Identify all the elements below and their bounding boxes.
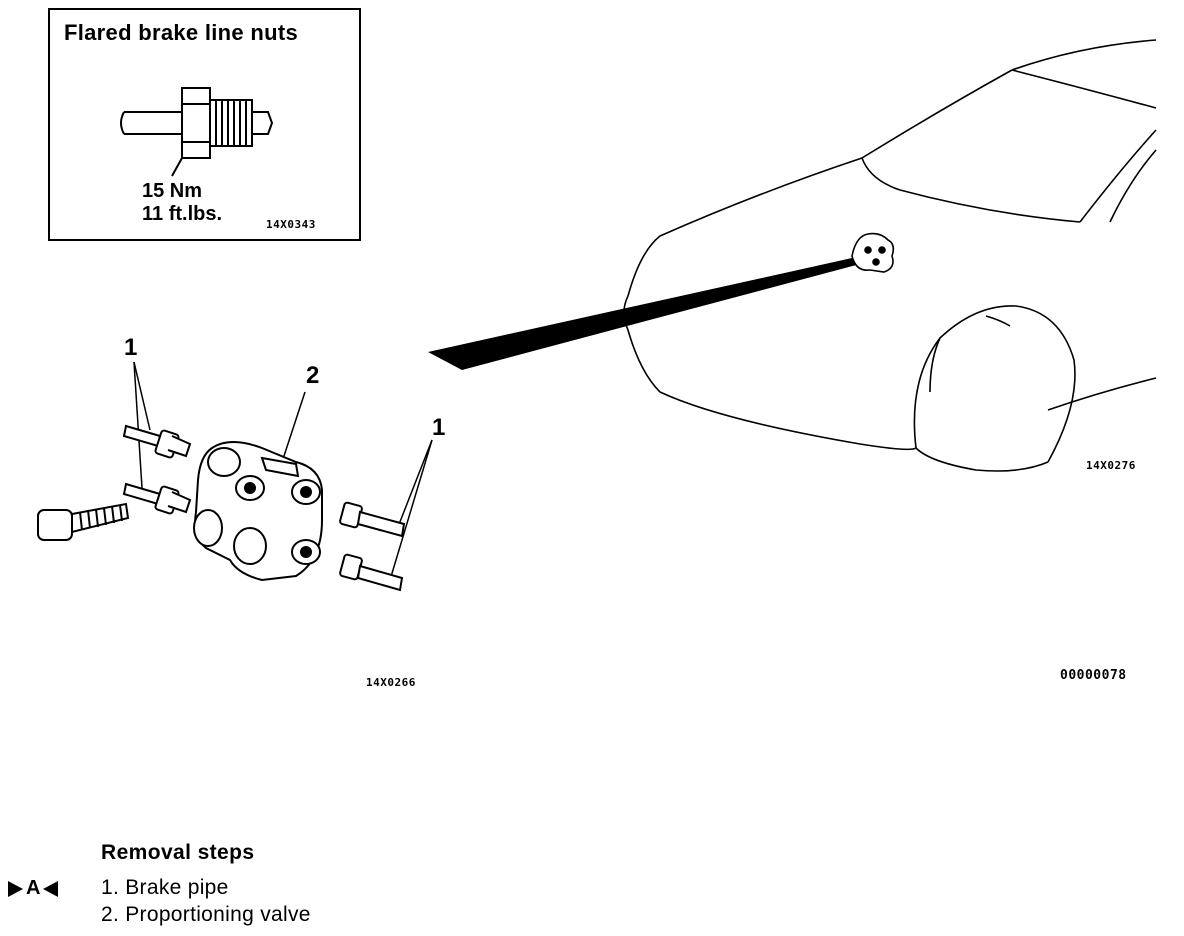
triangle-right-icon xyxy=(8,880,23,897)
brake-pipe-fitting-lower-left xyxy=(122,482,192,515)
car-outline xyxy=(623,39,1157,472)
brake-pipe-fitting-lower-right xyxy=(339,553,404,592)
proportioning-valve xyxy=(193,441,323,582)
removal-step-1: 1. Brake pipe xyxy=(101,876,229,899)
inset-title: Flared brake line nuts xyxy=(64,20,299,45)
brake-pipe-fitting-upper-right xyxy=(339,501,406,538)
removal-steps-heading: Removal steps xyxy=(101,841,255,864)
page-code: 00000078 xyxy=(1060,668,1127,683)
valve-figure-code: 14X0266 xyxy=(366,676,416,689)
removal-step-2: 2. Proportioning valve xyxy=(101,903,311,926)
brake-pipe-fitting-upper-left xyxy=(122,424,192,459)
callout-brake-pipe-left: 1 xyxy=(124,334,138,361)
car-valve-location xyxy=(851,232,895,273)
torque-value-ftlbs: 11 ft.lbs. xyxy=(142,203,223,225)
callout-proportioning-valve: 2 xyxy=(306,362,320,389)
car-figure-code: 14X0276 xyxy=(1086,459,1136,472)
inset-figure-code: 14X0343 xyxy=(266,218,316,231)
callout-brake-pipe-right: 1 xyxy=(432,414,446,441)
triangle-left-icon xyxy=(43,880,59,897)
location-pointer xyxy=(428,258,860,370)
callout-leaders xyxy=(133,361,433,581)
flare-nut-illustration xyxy=(120,87,274,177)
service-point-letter: A xyxy=(26,877,41,899)
torque-value-nm: 15 Nm xyxy=(142,180,203,202)
flare-nut-inset: Flared brake line nuts xyxy=(48,8,361,241)
service-point-marker: A xyxy=(8,877,59,900)
mounting-bolt xyxy=(37,502,130,541)
